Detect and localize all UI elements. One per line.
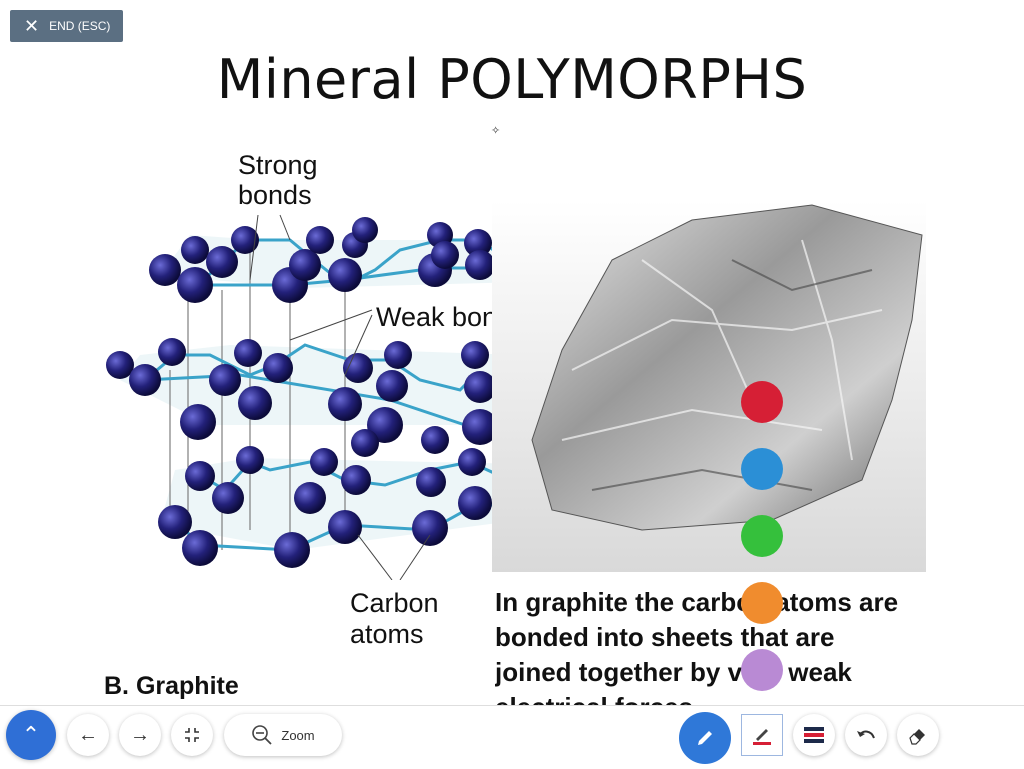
zoom-out-icon bbox=[252, 725, 273, 745]
eraser-icon bbox=[909, 729, 925, 745]
undo-button[interactable] bbox=[845, 714, 887, 756]
chevron-up-icon: ⌃ bbox=[21, 722, 41, 747]
line-thickness-button[interactable] bbox=[793, 714, 835, 756]
expand-toolbar-button[interactable]: ⌃ bbox=[6, 710, 56, 760]
carbon-atoms-label: Carbon atoms bbox=[350, 588, 439, 649]
label-leader-lines bbox=[249, 214, 431, 580]
graphite-heading: B. Graphite bbox=[104, 672, 239, 700]
graphite-lattice-diagram bbox=[106, 214, 560, 580]
pen-color-orange[interactable] bbox=[741, 582, 783, 624]
slide-caption: In graphite the carbon atoms are bonded … bbox=[495, 587, 899, 705]
end-button-label: END (ESC) bbox=[49, 19, 111, 33]
next-slide-button[interactable]: → bbox=[119, 714, 161, 756]
exit-fullscreen-button[interactable] bbox=[171, 714, 213, 756]
previous-slide-button[interactable]: ← bbox=[67, 714, 109, 756]
line-thickness-icon bbox=[804, 727, 824, 743]
close-icon: ✕ bbox=[24, 16, 40, 36]
arrow-right-icon: → bbox=[130, 723, 150, 746]
pen-color-green[interactable] bbox=[741, 515, 783, 557]
pointer-cursor-icon: ✧ bbox=[491, 125, 501, 137]
undo-icon bbox=[857, 730, 875, 739]
slide-title: Mineral POLYMORPHS bbox=[216, 48, 808, 111]
graphite-specimen-image bbox=[492, 200, 926, 572]
zoom-button[interactable]: Zoom bbox=[224, 714, 342, 756]
strong-bonds-label: Strong bonds bbox=[238, 150, 318, 210]
pen-color-blue[interactable] bbox=[741, 448, 783, 490]
highlighter-icon bbox=[753, 729, 771, 745]
pen-color-red[interactable] bbox=[741, 381, 783, 423]
arrow-left-icon: ← bbox=[78, 723, 98, 746]
pen-color-purple[interactable] bbox=[741, 649, 783, 691]
collapse-icon bbox=[185, 728, 199, 742]
eraser-button[interactable] bbox=[897, 714, 939, 756]
pen-tool-button[interactable] bbox=[679, 712, 731, 764]
highlighter-tool-button[interactable] bbox=[741, 714, 783, 756]
pencil-icon bbox=[698, 731, 712, 745]
end-presentation-button[interactable]: ✕ END (ESC) bbox=[10, 10, 123, 42]
zoom-label: Zoom bbox=[281, 727, 315, 743]
